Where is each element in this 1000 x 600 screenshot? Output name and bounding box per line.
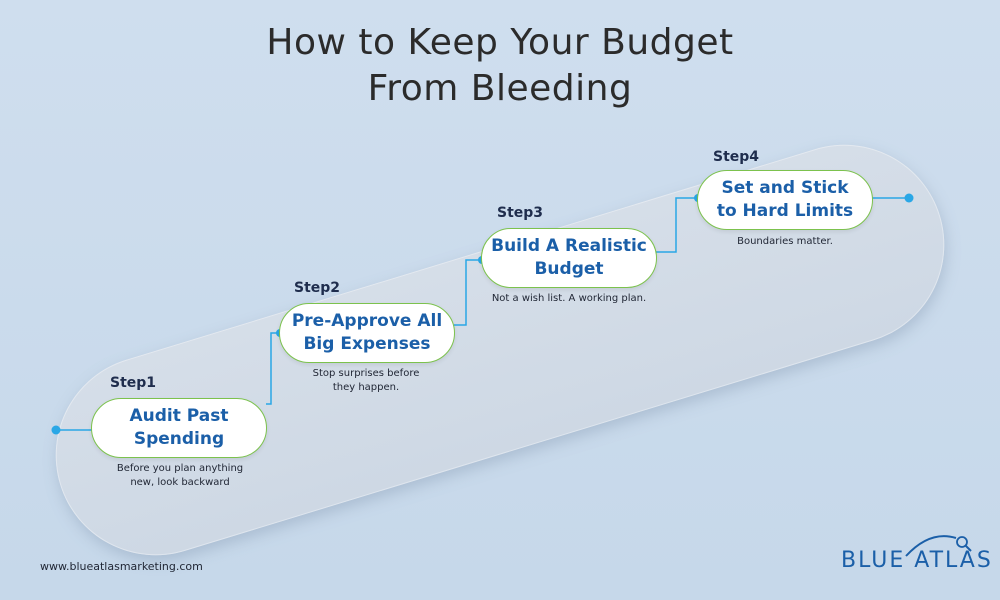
- start-dot: [51, 425, 61, 435]
- title-line-2: From Bleeding: [367, 68, 633, 109]
- step-2-description: Stop surprises before they happen.: [266, 367, 466, 395]
- connector-2-3: [454, 259, 482, 326]
- step-4-title-line-1: Set and Stick: [721, 178, 849, 198]
- step-3-description: Not a wish list. A working plan.: [469, 292, 669, 306]
- end-dot: [904, 193, 914, 203]
- website-url: www.blueatlasmarketing.com: [40, 560, 203, 573]
- brand-logo: BLUE ATLAS: [841, 548, 993, 573]
- step-2-title-line-2: Big Expenses: [303, 334, 431, 354]
- connector-1-2: [266, 332, 280, 405]
- step-3-title-line-2: Budget: [534, 259, 604, 279]
- step-4-title-line-2: to Hard Limits: [716, 201, 854, 221]
- step-1-pill: Audit Past Spending: [91, 398, 267, 458]
- step-3-pill: Build A Realistic Budget: [481, 228, 657, 288]
- step-4-description: Boundaries matter.: [685, 235, 885, 249]
- step-1-description-line-2: new, look backward: [130, 477, 230, 488]
- step-2-pill: Pre-Approve All Big Expenses: [279, 303, 455, 363]
- connector-3-4: [656, 197, 698, 253]
- step-3-title-line-1: Build A Realistic: [491, 236, 647, 256]
- step-2-label: Step2: [294, 280, 341, 296]
- step-4-label: Step4: [713, 149, 760, 165]
- step-1-label: Step1: [110, 375, 157, 391]
- step-3-label: Step3: [497, 205, 544, 221]
- step-2-description-line-1: Stop surprises before: [312, 368, 420, 379]
- step-1-description: Before you plan anything new, look backw…: [80, 462, 280, 490]
- step-4-description-line-1: Boundaries matter.: [737, 236, 833, 247]
- page-title: How to Keep Your Budget From Bleeding: [0, 20, 1000, 112]
- step-4-pill: Set and Stick to Hard Limits: [697, 170, 873, 230]
- logo-arc-icon: [905, 535, 972, 557]
- step-2-description-line-2: they happen.: [332, 382, 400, 393]
- title-line-1: How to Keep Your Budget: [266, 22, 734, 63]
- step-3-description-line-1: Not a wish list. A working plan.: [491, 293, 647, 304]
- step-1-title-line-1: Audit Past: [129, 406, 229, 426]
- step-1-description-line-1: Before you plan anything: [116, 463, 244, 474]
- step-2-title-line-1: Pre-Approve All: [291, 311, 443, 331]
- step-1-title-line-2: Spending: [133, 429, 225, 449]
